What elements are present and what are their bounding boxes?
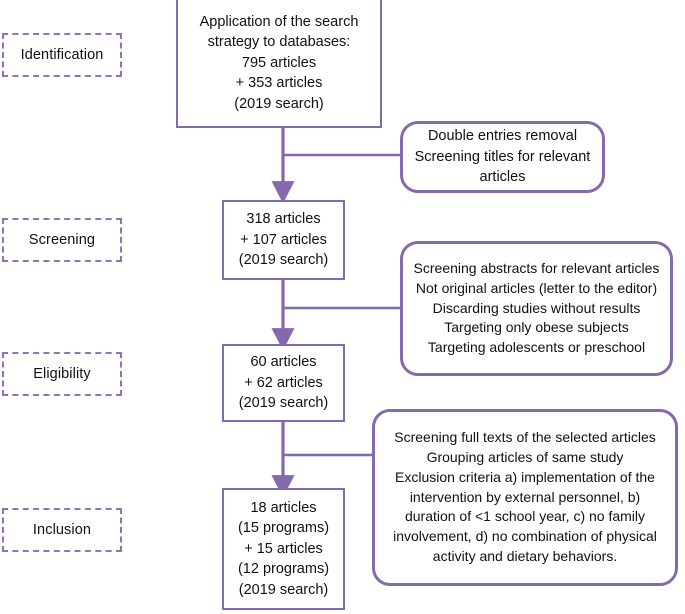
- side-box-line: Not original articles (letter to the edi…: [415, 279, 658, 296]
- side-box-line: Discarding studies without results: [432, 299, 641, 316]
- side-box-line: Screening abstracts for relevant article…: [413, 259, 660, 276]
- side-box-line: articles: [479, 169, 526, 186]
- side-box-full-text-exclusions: Screening full texts of the selected art…: [372, 409, 678, 586]
- side-box-line: involvement, d) no combination of physic…: [393, 528, 657, 545]
- side-box-abstract-exclusions: Screening abstracts for relevant article…: [400, 241, 673, 376]
- side-box-line: Targeting only obese subjects: [444, 319, 629, 336]
- side-box-line: activity and dietary behaviors.: [432, 548, 618, 565]
- flow-box-line: (2019 search): [238, 252, 329, 269]
- connector-screening-to-eligibility: [271, 280, 400, 351]
- flow-box-line: 60 articles: [250, 354, 317, 371]
- side-box-line: Exclusion criteria a) implementation of …: [395, 468, 655, 485]
- side-box-line: Screening full texts of the selected art…: [394, 428, 656, 445]
- flow-box-line: (12 programs): [237, 561, 330, 578]
- flow-box-line: (2019 search): [238, 395, 329, 412]
- stage-label-screening: Screening: [2, 218, 122, 262]
- connector-identification-to-screening: [271, 128, 400, 204]
- flow-box-line: (2019 search): [238, 581, 329, 598]
- side-box-line: intervention by external personnel, b): [409, 488, 641, 505]
- side-box-line: Grouping articles of same study: [426, 448, 624, 465]
- flow-box-line: + 15 articles: [244, 540, 323, 557]
- stage-label-text: Identification: [20, 47, 104, 63]
- stage-label-inclusion: Inclusion: [2, 508, 122, 552]
- side-box-line: duration of <1 school year, c) no family: [404, 508, 646, 525]
- stage-label-text: Eligibility: [33, 366, 91, 382]
- flow-box-line: (15 programs): [237, 520, 330, 537]
- side-box-line: Double entries removal: [427, 128, 578, 145]
- flow-box-line: 18 articles: [250, 499, 317, 516]
- connector-eligibility-to-inclusion: [271, 422, 372, 498]
- flow-box-line: 318 articles: [246, 211, 321, 228]
- stage-label-text: Inclusion: [32, 522, 92, 538]
- flow-box-line: Application of the search: [199, 13, 359, 30]
- flow-box-line: 795 articles: [241, 54, 317, 71]
- stage-label-text: Screening: [28, 232, 96, 248]
- side-box-line: Targeting adolescents or preschool: [427, 339, 646, 356]
- stage-label-eligibility: Eligibility: [2, 352, 122, 396]
- flow-box-line: + 107 articles: [240, 231, 327, 248]
- flow-box-line: + 353 articles: [235, 75, 323, 92]
- flow-box-full-text-assessed: 60 articles + 62 articles (2019 search): [222, 344, 345, 422]
- flow-box-line: (2019 search): [234, 95, 324, 112]
- flow-box-records-identified: Application of the search strategy to da…: [176, 0, 382, 128]
- flow-box-records-screened: 318 articles + 107 articles (2019 search…: [222, 200, 345, 280]
- side-box-line: Screening titles for relevant: [414, 148, 591, 165]
- flow-box-line: strategy to databases:: [207, 34, 351, 51]
- flow-box-studies-included: 18 articles (15 programs) + 15 articles …: [222, 488, 345, 610]
- stage-label-identification: Identification: [2, 33, 122, 77]
- side-box-duplicates-and-titles: Double entries removal Screening titles …: [400, 121, 605, 193]
- flow-box-line: + 62 articles: [244, 374, 323, 391]
